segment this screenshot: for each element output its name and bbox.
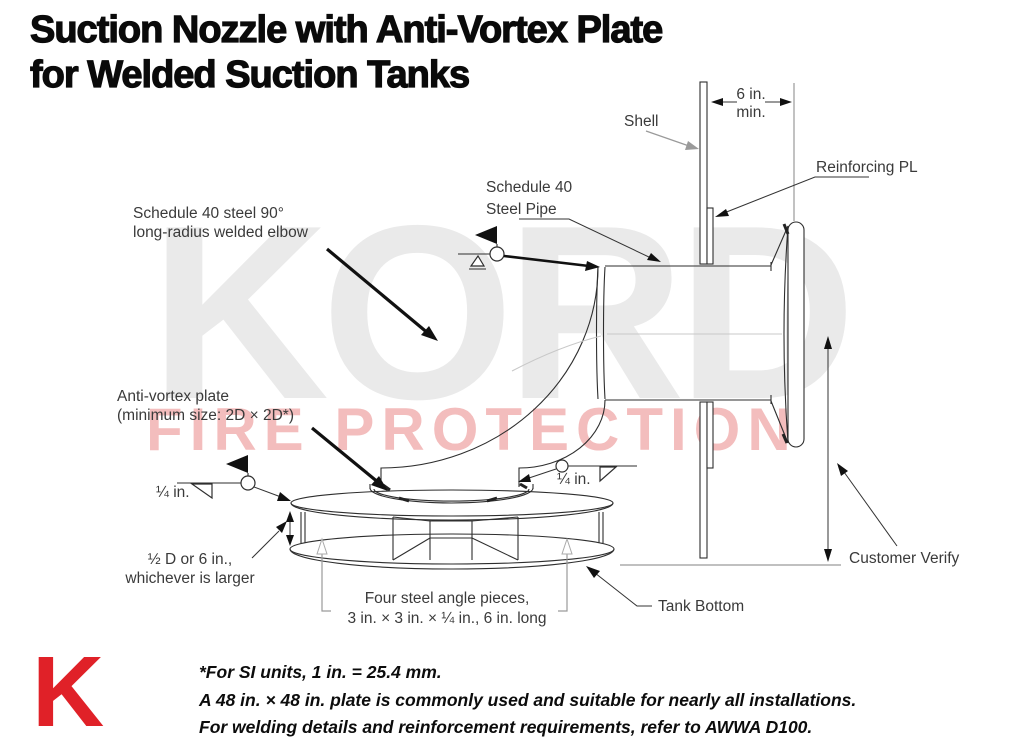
tank-shell — [699, 81, 708, 559]
leader-elbow — [325, 247, 438, 341]
reinforcing-plate — [706, 207, 714, 469]
leader-reinforcing-pl — [715, 176, 869, 217]
weld-symbol-right — [518, 459, 637, 483]
label-gap-dim-2: min. — [736, 104, 765, 121]
label-customer-verify: Customer Verify — [849, 550, 960, 567]
leader-angle-pieces — [316, 537, 573, 612]
label-weld-right: ¼ in. — [557, 471, 591, 488]
pipe-elbow — [380, 266, 606, 492]
leader-steel-pipe — [519, 218, 661, 262]
label-steel-pipe-2: Steel Pipe — [486, 201, 557, 218]
dimension-customer-verify — [824, 336, 898, 562]
label-plate-height-2: whichever is larger — [124, 570, 254, 587]
label-angle-pieces-1: Four steel angle pieces, — [365, 590, 530, 607]
label-elbow-2: long-radius welded elbow — [133, 224, 309, 241]
brand-logo: K — [32, 636, 105, 747]
weld-symbol-left — [177, 455, 291, 501]
label-anti-vortex-2: (minimum size: 2D × 2D*) — [117, 407, 294, 424]
footnotes: *For SI units, 1 in. = 25.4 mm. A 48 in.… — [199, 659, 856, 742]
label-shell: Shell — [624, 113, 658, 130]
page-title: Suction Nozzle with Anti-Vortex Plate fo… — [29, 8, 663, 98]
label-gap-dim-1: 6 in. — [736, 86, 765, 103]
suction-pipe — [595, 265, 782, 401]
dimension-6in-min — [711, 83, 795, 221]
label-steel-pipe-1: Schedule 40 — [486, 179, 573, 196]
label-reinforcing-pl: Reinforcing PL — [816, 159, 918, 176]
pipe-flange — [770, 221, 805, 448]
leader-anti-vortex — [310, 426, 388, 491]
weld-symbol-top — [458, 226, 600, 271]
leader-tank-bottom — [586, 566, 652, 607]
label-anti-vortex-1: Anti-vortex plate — [117, 388, 229, 405]
label-weld-left: ¼ in. — [156, 484, 190, 501]
dimension-plate-height — [251, 511, 294, 559]
footnote-awwa: For welding details and reinforcement re… — [199, 717, 813, 737]
label-elbow-1: Schedule 40 steel 90° — [133, 205, 284, 222]
label-plate-height-1: ½ D or 6 in., — [148, 551, 232, 568]
page-title-line1: Suction Nozzle with Anti-Vortex Plate — [29, 8, 663, 51]
leader-shell — [645, 130, 699, 150]
anti-vortex-plate-assembly — [289, 484, 615, 570]
footnote-plate-size: A 48 in. × 48 in. plate is commonly used… — [199, 689, 857, 710]
label-angle-pieces-2: 3 in. × 3 in. × ¼ in., 6 in. long — [347, 610, 546, 627]
page-title-line2: for Welded Suction Tanks — [29, 53, 470, 96]
label-tank-bottom: Tank Bottom — [658, 598, 744, 615]
footnote-si-units: *For SI units, 1 in. = 25.4 mm. — [199, 662, 442, 682]
